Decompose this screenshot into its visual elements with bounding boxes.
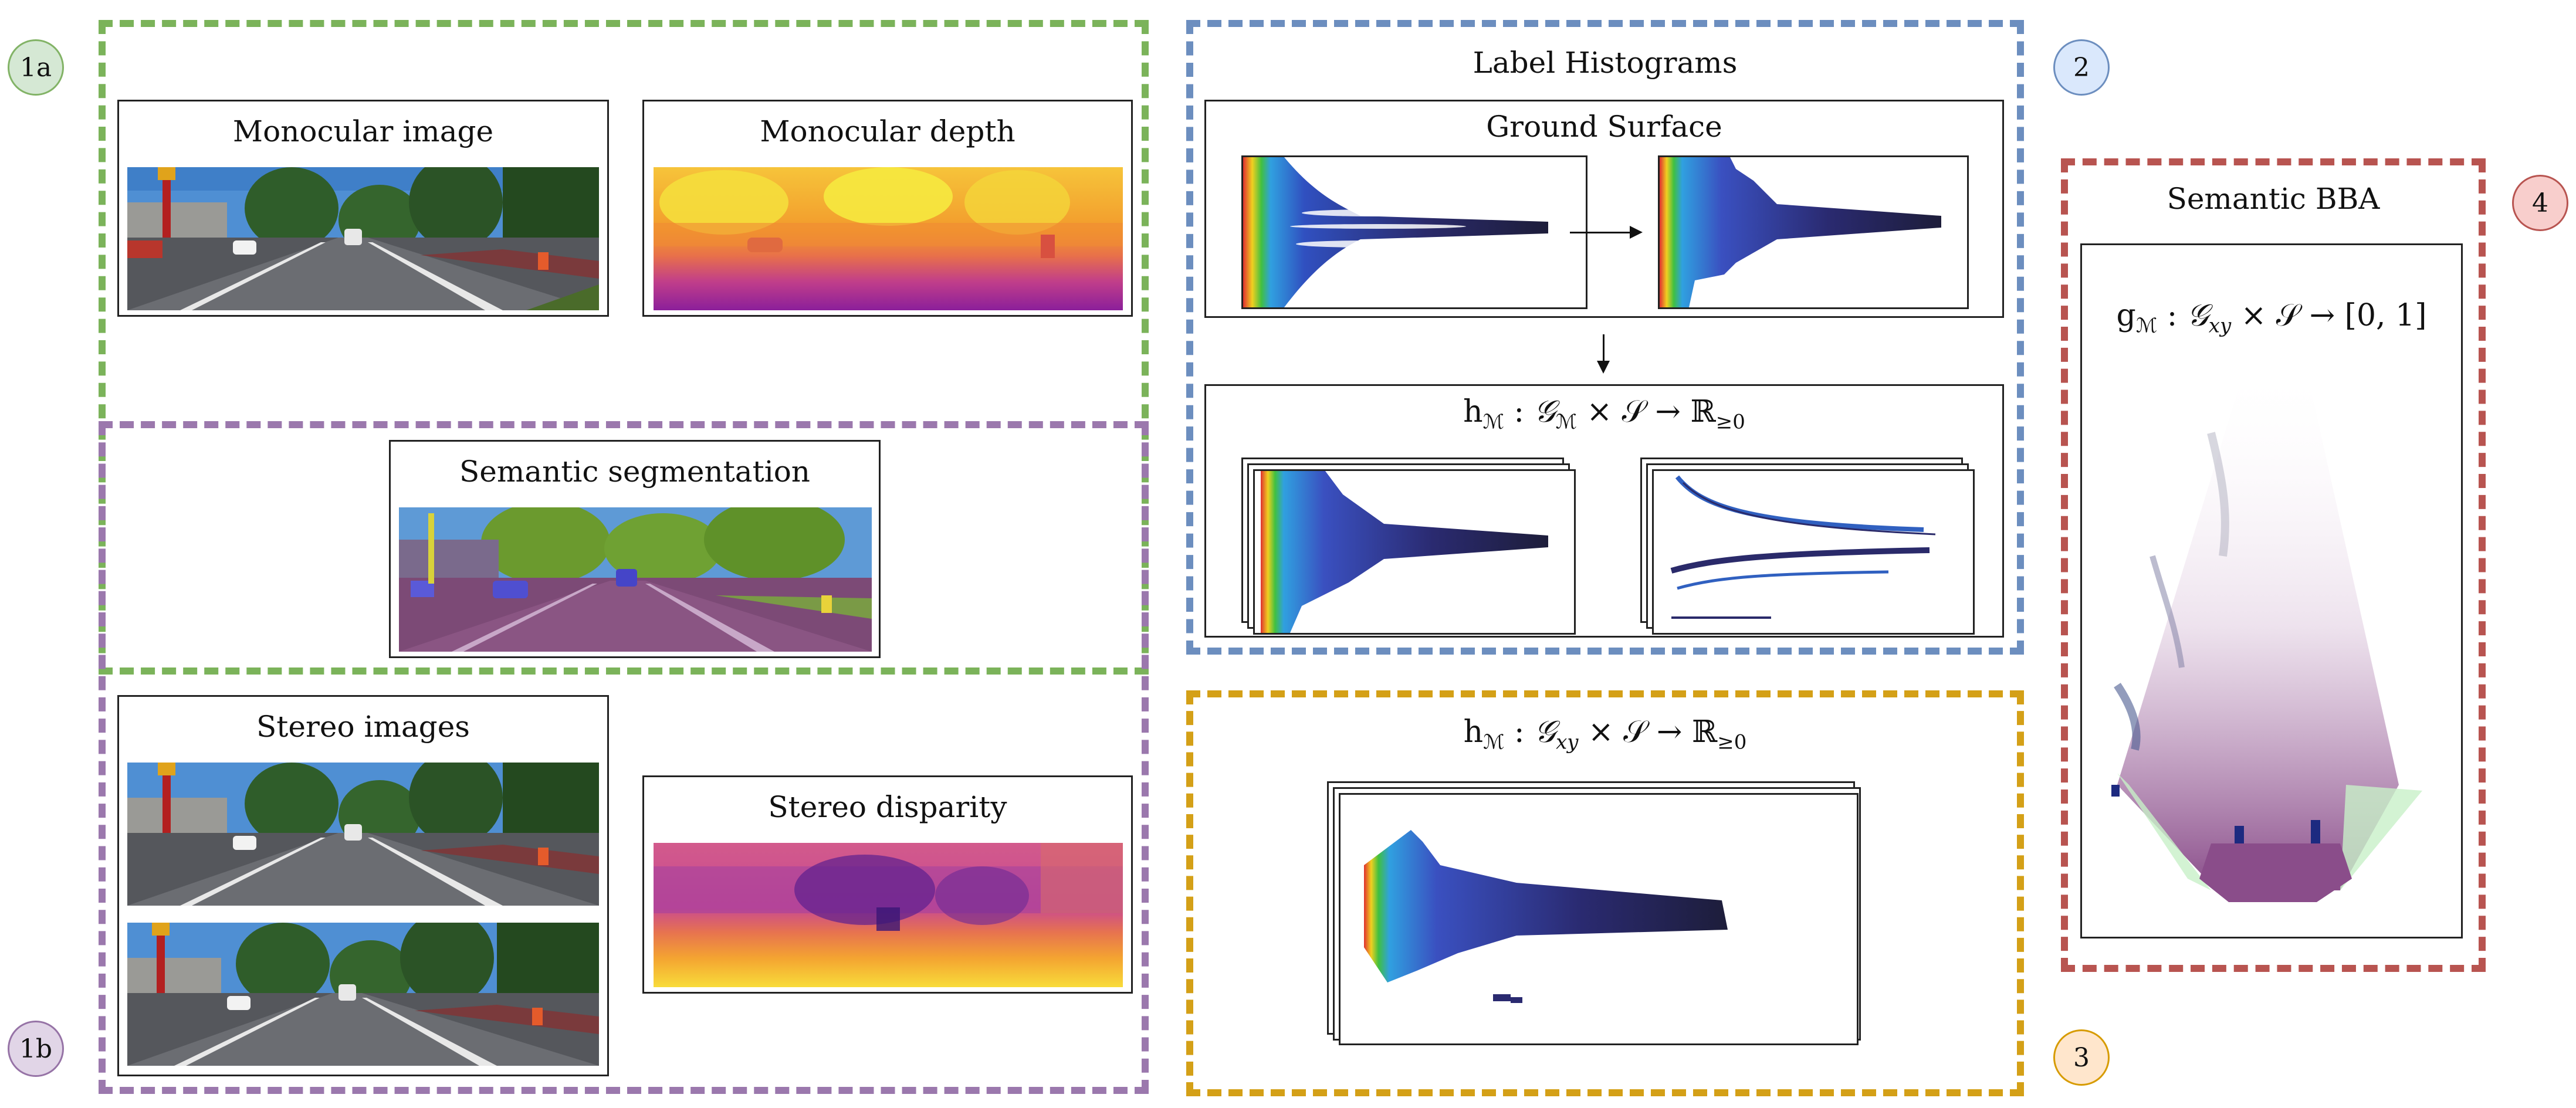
grid-histogram-formula: hℳ : 𝒢xy × 𝒮 → ℝ≥0 xyxy=(1463,714,1747,754)
semantic-segmentation-card: Semantic segmentation xyxy=(389,440,881,658)
disparity-map xyxy=(654,843,1123,987)
badge-4: 4 xyxy=(2512,175,2568,231)
label-histogram-card: hℳ : 𝒢ℳ × 𝒮 → ℝ≥0 xyxy=(1204,384,2004,638)
histogram-stack-front-left xyxy=(1253,469,1576,635)
region-1b-frame xyxy=(99,421,1149,1094)
bba-formula: gℳ : 𝒢xy × 𝒮 → [0, 1] xyxy=(2116,298,2427,338)
semantic-bba-heading: Semantic BBA xyxy=(2167,182,2380,216)
ground-histogram-filtered xyxy=(1658,155,1969,309)
monocular-depth-title: Monocular depth xyxy=(760,114,1015,148)
histogram-stack-front-right xyxy=(1652,469,1975,635)
semantic-bba-card: gℳ : 𝒢xy × 𝒮 → [0, 1] xyxy=(2080,243,2463,938)
monocular-image-card: Monocular image xyxy=(117,100,609,317)
monocular-depth-card: Monocular depth xyxy=(642,100,1133,317)
ground-arrow-right-head xyxy=(1630,226,1643,239)
ground-histogram-raw xyxy=(1241,155,1587,309)
badge-2: 2 xyxy=(2053,39,2110,96)
label-histograms-heading: Label Histograms xyxy=(1473,46,1738,80)
monocular-image-title: Monocular image xyxy=(232,114,494,148)
badge-1b: 1b xyxy=(8,1021,64,1077)
street-photo xyxy=(127,167,599,310)
ground-arrow-right xyxy=(1570,232,1634,233)
bba-map xyxy=(2094,362,2453,926)
region-2-frame xyxy=(1186,20,2024,655)
region-4-frame xyxy=(2061,158,2486,972)
label-histogram-formula: hℳ : 𝒢ℳ × 𝒮 → ℝ≥0 xyxy=(1463,394,1745,434)
stereo-images-card: Stereo images xyxy=(117,695,609,1076)
badge-3: 3 xyxy=(2053,1029,2110,1086)
ground-surface-card: Ground Surface xyxy=(1204,100,2004,318)
grid-stack-front xyxy=(1339,793,1859,1045)
semantic-segmentation-title: Semantic segmentation xyxy=(459,455,810,489)
ground-surface-title: Ground Surface xyxy=(1486,110,1722,144)
badge-1a: 1a xyxy=(8,39,64,96)
stereo-images-title: Stereo images xyxy=(256,710,470,744)
region-3-frame xyxy=(1186,690,2024,1096)
segmentation-map xyxy=(399,507,872,652)
stereo-disparity-title: Stereo disparity xyxy=(768,790,1007,824)
ground-arrow-down xyxy=(1603,334,1605,364)
depth-map xyxy=(654,167,1123,310)
ground-arrow-down-head xyxy=(1597,361,1610,374)
stereo-disparity-card: Stereo disparity xyxy=(642,775,1133,994)
stereo-right-photo xyxy=(127,923,599,1066)
stereo-left-photo xyxy=(127,763,599,906)
